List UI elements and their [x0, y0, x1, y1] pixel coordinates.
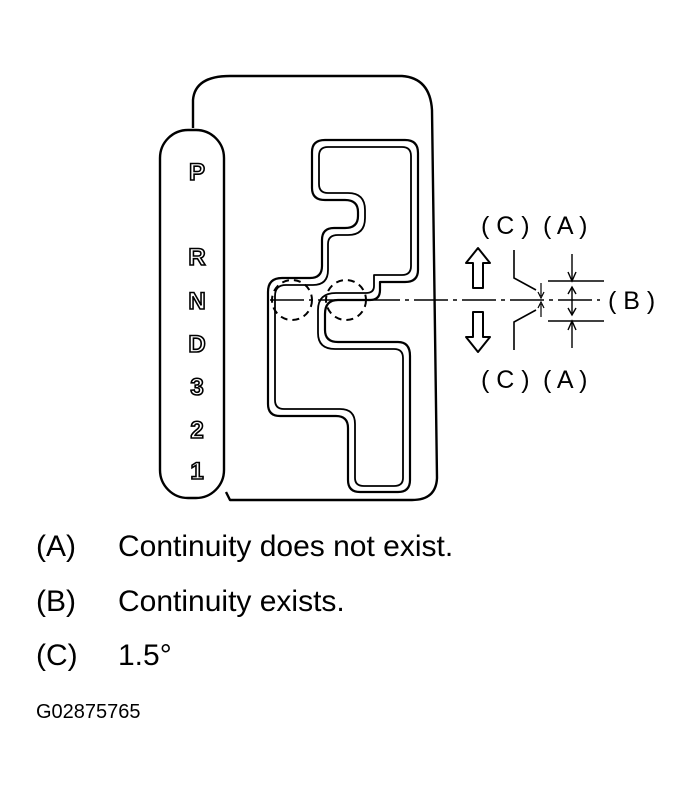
legend-text-c: 1.5°: [118, 639, 172, 672]
callout-c-top: ( C ): [481, 212, 530, 240]
angle-line-lower: [513, 309, 537, 350]
callout-c-bottom: ( C ): [481, 366, 530, 394]
gate-position-labels: P R N D 3 2 1: [188, 158, 207, 486]
callout-a-bottom: ( A ): [543, 366, 587, 394]
legend-key-c: (C): [36, 639, 78, 672]
legend-key-a: (A): [36, 530, 76, 563]
gate-label-n: N: [188, 288, 205, 315]
legend-key-b: (B): [36, 585, 76, 618]
callout-a-top: ( A ): [543, 212, 587, 240]
legend-row-b: (B) Continuity exists.: [36, 585, 345, 619]
gate-label-p: P: [189, 159, 205, 186]
angle-c-arrowheads: [537, 291, 545, 309]
gate-label-r: R: [188, 244, 205, 271]
up-arrow-icon: [465, 247, 491, 289]
shifter-housing-outline: [191, 74, 439, 502]
down-arrow-icon: [465, 311, 491, 353]
gate-label-3: 3: [190, 374, 203, 401]
callout-b: ( B ): [608, 287, 655, 315]
shift-gate-slot-inner: [274, 146, 412, 487]
legend-row-c: (C) 1.5°: [36, 639, 172, 673]
legend-text-b: Continuity exists.: [118, 585, 345, 618]
dimension-a-arrow-upper: [567, 271, 577, 283]
figure-code: G02875765: [36, 701, 141, 723]
gate-label-d: D: [188, 331, 205, 358]
position-indicator-strip: [158, 128, 226, 500]
legend-text-a: Continuity does not exist.: [118, 530, 454, 563]
gate-label-2: 2: [190, 417, 203, 444]
dimension-b-arrows: [567, 285, 577, 317]
legend-row-a: (A) Continuity does not exist.: [36, 530, 453, 564]
angle-line-upper: [513, 250, 537, 291]
dimension-a-arrow-lower: [567, 319, 577, 331]
gate-label-1: 1: [190, 458, 203, 485]
